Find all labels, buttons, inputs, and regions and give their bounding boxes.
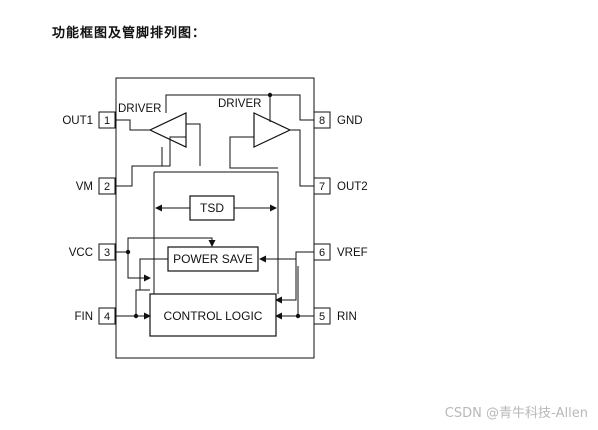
pin-8-number: 8 bbox=[319, 115, 325, 127]
power-save-label: POWER SAVE bbox=[173, 252, 253, 266]
pin-8: 8 GND bbox=[313, 111, 363, 129]
driver-right-amplifier bbox=[253, 112, 292, 148]
pin-8-name: GND bbox=[337, 115, 363, 127]
vm-wire-right-driver bbox=[162, 136, 186, 167]
pin-1: 1 OUT1 bbox=[62, 111, 116, 129]
chip-package-outline bbox=[115, 77, 315, 359]
pin-3-number: 3 bbox=[104, 247, 110, 259]
page-title: 功能框图及管脚排列图： bbox=[52, 26, 207, 41]
pin-2: 2 VM bbox=[76, 177, 116, 195]
out2-input-wire bbox=[229, 136, 278, 169]
pin-7-name: OUT2 bbox=[337, 181, 368, 193]
watermark: CSDN @青牛科技-Allen bbox=[444, 406, 588, 421]
vref-to-logic-wire bbox=[275, 252, 297, 304]
gnd-junction bbox=[267, 92, 273, 98]
pin-6-number: 6 bbox=[319, 247, 325, 259]
driver-left-amplifier bbox=[148, 112, 187, 148]
pin-3-name: VCC bbox=[69, 247, 93, 259]
pin-1-name: OUT1 bbox=[62, 115, 93, 127]
pin-4-name: FIN bbox=[74, 311, 93, 323]
vcc-junction bbox=[125, 249, 131, 255]
pin-1-number: 1 bbox=[104, 115, 110, 127]
tsd-label: TSD bbox=[200, 201, 224, 215]
pin-4: 4 FIN bbox=[74, 307, 116, 325]
out1-wire bbox=[115, 119, 150, 131]
pin-3: 3 VCC bbox=[69, 243, 116, 261]
vm-wire bbox=[115, 147, 163, 187]
vcc-to-logic-wire bbox=[127, 252, 151, 282]
pin-5: 5 RIN bbox=[313, 307, 357, 325]
pin-4-number: 4 bbox=[104, 311, 110, 323]
pin-6-name: VREF bbox=[337, 247, 368, 259]
out2-wire bbox=[290, 129, 314, 187]
pin-5-name: RIN bbox=[337, 311, 357, 323]
vref-wire bbox=[288, 251, 314, 260]
pin-2-name: VM bbox=[76, 181, 93, 193]
control-logic-label: CONTROL LOGIC bbox=[164, 309, 263, 323]
pin-5-number: 5 bbox=[319, 311, 325, 323]
left-driver-input-wire bbox=[186, 123, 201, 166]
gnd-wire bbox=[165, 94, 314, 121]
pin-7: 7 OUT2 bbox=[313, 177, 368, 195]
driver-left-label: DRIVER bbox=[118, 103, 161, 115]
driver-right-label: DRIVER bbox=[218, 98, 261, 110]
inner-bus-top-wire bbox=[154, 171, 279, 294]
fin-to-powersave-wire bbox=[135, 289, 150, 316]
power-save-left-wire bbox=[139, 258, 168, 290]
pin-2-number: 2 bbox=[104, 181, 110, 193]
pin-6: 6 VREF bbox=[313, 243, 368, 261]
pin-7-number: 7 bbox=[319, 181, 325, 193]
vcc-wire bbox=[115, 237, 216, 253]
